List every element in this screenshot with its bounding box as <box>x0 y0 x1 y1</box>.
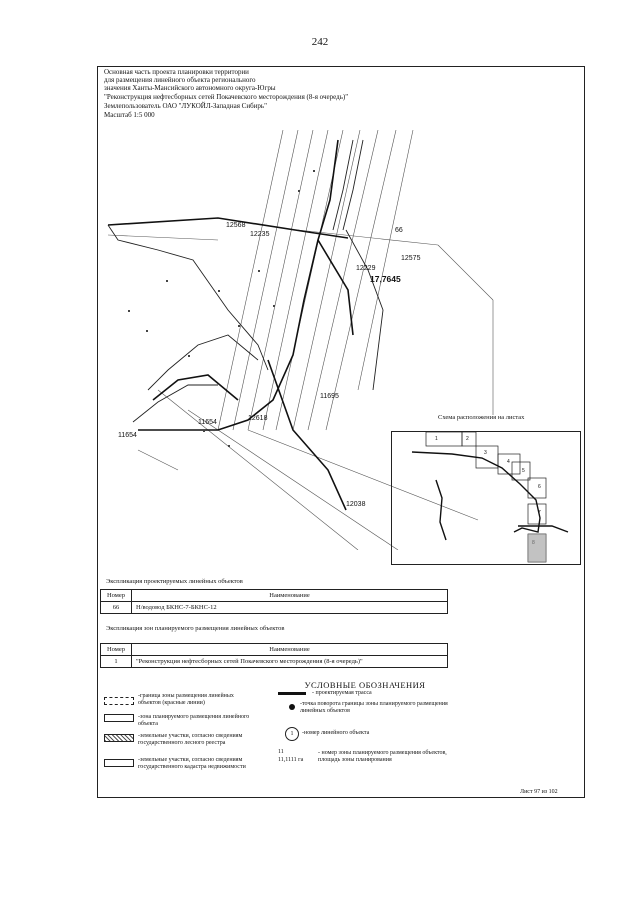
legend-swatch-forest <box>104 734 134 742</box>
legend-symbol-zone-top: 11 <box>278 749 284 755</box>
table2-cell-number: 1 <box>100 655 132 668</box>
table1-cell-number: 66 <box>100 601 132 614</box>
map-label-11654-a: 11654 <box>198 419 217 426</box>
header-line-3: значения Ханты-Мансийского автономного о… <box>104 84 276 92</box>
legend-symbol-number: 1 <box>285 727 299 741</box>
header-line-4: "Реконструкция нефтесборных сетей Покаче… <box>104 93 349 101</box>
table2-header-name: Наименование <box>131 643 448 656</box>
table2-cell-name: "Реконструкция нефтесборных сетей Покаче… <box>131 655 448 668</box>
table-placement-zones: Номер Наименование 1 "Реконструкция нефт… <box>100 643 448 668</box>
site-map: 12568 12235 66 12575 12229 11695 12618 1… <box>107 130 494 550</box>
legend-symbol-route <box>278 692 306 695</box>
scheme-cell-4: 4 <box>507 459 510 465</box>
legend-title: УСЛОВНЫЕ ОБОЗНАЧЕНИЯ <box>304 680 426 690</box>
table1-header-number: Номер <box>100 589 132 602</box>
scheme-cell-1: 1 <box>435 436 438 442</box>
table-row: 1 "Реконструкция нефтесборных сетей Пока… <box>100 655 448 668</box>
legend-symbol-point <box>289 704 295 710</box>
map-label-11695: 11695 <box>320 393 339 400</box>
table1-cell-name: Н/водовод БКНС-7-БКНС-12 <box>131 601 448 614</box>
map-label-area: 17,7645 <box>370 274 401 284</box>
table2-header-number: Номер <box>100 643 132 656</box>
legend-left-1: -граница зоны размещения линейных объект… <box>138 693 234 706</box>
table2-caption: Экспликация зон планируемого размещения … <box>106 625 285 632</box>
table-linear-objects: Номер Наименование 66 Н/водовод БКНС-7-Б… <box>100 589 448 614</box>
scheme-graphic: 1 2 3 4 5 6 7 8 <box>411 431 569 563</box>
scheme-cell-5: 5 <box>522 468 525 474</box>
map-label-12568: 12568 <box>226 222 246 229</box>
table-row: 66 Н/водовод БКНС-7-БКНС-12 <box>100 601 448 614</box>
map-label-11654-b: 11654 <box>118 432 137 439</box>
table1-header-name: Наименование <box>131 589 448 602</box>
legend-swatch-boundary <box>104 697 134 705</box>
scheme-box: 1 2 3 4 5 6 7 8 <box>391 431 581 565</box>
legend-symbol-zone-bottom: 11,1111 га <box>278 757 304 763</box>
header-line-5: Землепользователь ОАО "ЛУКОЙЛ-Западная С… <box>104 102 267 110</box>
legend-right-3: -номер линейного объекта <box>302 730 370 736</box>
scheme-cell-2: 2 <box>466 436 469 442</box>
legend-left-3: -земельные участки, согласно сведениям г… <box>138 733 243 746</box>
scheme-title: Схема расположения на листах <box>438 414 525 421</box>
legend-left-2: -зона планируемого размещения линейного … <box>138 714 250 727</box>
map-label-12229: 12229 <box>356 265 376 272</box>
legend-left-4: -земельные участки, согласно сведениям г… <box>138 757 246 770</box>
legend-right-2: -точка поворота границы зоны планируемог… <box>300 701 448 714</box>
legend-right-4: - номер зоны планируемого размещения объ… <box>318 750 447 763</box>
map-label-12235: 12235 <box>250 231 270 238</box>
map-label-12575: 12575 <box>401 255 421 262</box>
scheme-cell-6: 6 <box>538 484 541 490</box>
table1-caption: Экспликация проектируемых линейных объек… <box>106 578 243 585</box>
scheme-cell-3: 3 <box>484 450 487 456</box>
map-label-12618: 12618 <box>248 415 268 422</box>
header-line-2: для размещения линейного объекта региона… <box>104 76 256 84</box>
legend-swatch-cadastre <box>104 759 134 767</box>
map-label-66: 66 <box>395 227 403 234</box>
header-line-6: Масштаб 1:5 000 <box>104 111 155 119</box>
sheet-label: Лист 97 из 102 <box>520 789 558 795</box>
legend-right-1: - проектируемая трасса <box>312 690 372 696</box>
legend-swatch-zone <box>104 714 134 722</box>
sheet-frame <box>97 66 585 798</box>
page-number: 242 <box>311 36 329 48</box>
map-label-12038: 12038 <box>346 501 366 508</box>
header-line-1: Основная часть проекта планировки террит… <box>104 68 249 76</box>
